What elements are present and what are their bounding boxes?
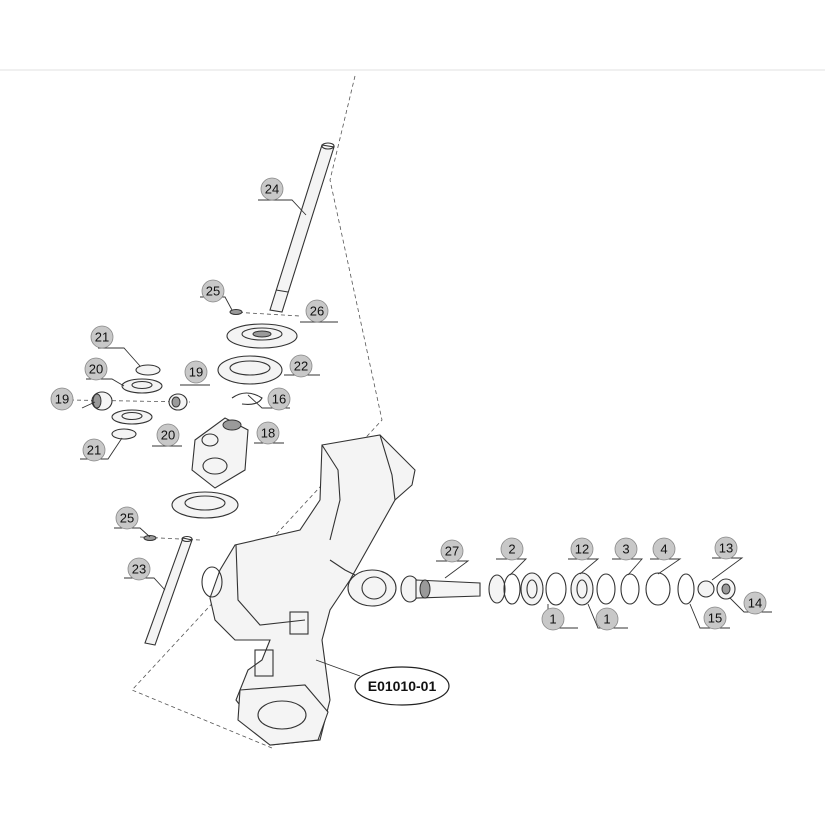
callout-22: 22 bbox=[289, 354, 313, 378]
svg-text:13: 13 bbox=[719, 541, 733, 556]
callout-16: 16 bbox=[267, 387, 291, 411]
gear-cage-18 bbox=[191, 417, 249, 489]
svg-text:3: 3 bbox=[622, 542, 629, 557]
svg-text:12: 12 bbox=[575, 542, 589, 557]
lower-bearing-ring bbox=[171, 491, 239, 519]
callout-26: 26 bbox=[305, 299, 329, 323]
svg-text:1: 1 bbox=[549, 612, 556, 627]
dashed-axis-25a bbox=[231, 311, 301, 317]
svg-text:15: 15 bbox=[708, 611, 722, 626]
callout-23: 23 bbox=[127, 557, 151, 581]
svg-text:24: 24 bbox=[265, 182, 279, 197]
callout-12: 12 bbox=[570, 537, 594, 561]
svg-text:4: 4 bbox=[660, 542, 667, 557]
callout-20-upper: 20 bbox=[84, 357, 108, 381]
callout-1-left: 1 bbox=[541, 607, 565, 631]
callout-3: 3 bbox=[614, 537, 638, 561]
callout-14: 14 bbox=[743, 591, 767, 615]
svg-text:21: 21 bbox=[95, 330, 109, 345]
assembly-code-label: E01010-01 bbox=[354, 666, 450, 706]
svg-text:21: 21 bbox=[87, 443, 101, 458]
callout-4: 4 bbox=[652, 537, 676, 561]
pin-25-upper bbox=[229, 309, 243, 315]
callout-25-upper: 25 bbox=[201, 279, 225, 303]
callout-25-lower: 25 bbox=[115, 506, 139, 530]
svg-text:16: 16 bbox=[272, 392, 286, 407]
svg-text:E01010-01: E01010-01 bbox=[368, 678, 437, 694]
callout-15: 15 bbox=[703, 606, 727, 630]
svg-text:27: 27 bbox=[445, 544, 459, 559]
svg-text:19: 19 bbox=[55, 392, 69, 407]
svg-text:2: 2 bbox=[508, 542, 515, 557]
svg-text:22: 22 bbox=[294, 359, 308, 374]
callout-27: 27 bbox=[440, 539, 464, 563]
gear-stack-lower bbox=[111, 409, 153, 440]
callout-19-left: 19 bbox=[50, 387, 74, 411]
bevel-gear-19-right bbox=[168, 393, 188, 411]
svg-text:25: 25 bbox=[206, 284, 220, 299]
callout-2: 2 bbox=[500, 537, 524, 561]
svg-text:18: 18 bbox=[261, 426, 275, 441]
clip-16 bbox=[231, 392, 263, 405]
callout-19-right: 19 bbox=[184, 360, 208, 384]
svg-text:20: 20 bbox=[89, 362, 103, 377]
gearbox-housing bbox=[201, 434, 416, 746]
svg-text:26: 26 bbox=[310, 304, 324, 319]
gear-stack-upper bbox=[121, 364, 163, 394]
callout-13: 13 bbox=[714, 536, 738, 560]
leader-lines bbox=[80, 199, 772, 677]
callout-21-upper: 21 bbox=[90, 325, 114, 349]
svg-text:25: 25 bbox=[120, 511, 134, 526]
assembly-dashed-outline bbox=[131, 75, 383, 749]
callout-1-right: 1 bbox=[595, 607, 619, 631]
callout-20-lower: 20 bbox=[156, 423, 180, 447]
callout-18: 18 bbox=[256, 421, 280, 445]
callout-24: 24 bbox=[260, 177, 284, 201]
svg-text:1: 1 bbox=[603, 612, 610, 627]
svg-text:14: 14 bbox=[748, 596, 762, 611]
shaft-23 bbox=[144, 535, 193, 646]
shaft-24 bbox=[269, 142, 335, 313]
bearing-26 bbox=[226, 323, 298, 349]
svg-text:20: 20 bbox=[161, 428, 175, 443]
bevel-gear-19-left bbox=[91, 391, 113, 411]
callout-21-lower: 21 bbox=[82, 438, 106, 462]
ring-22 bbox=[217, 355, 283, 385]
svg-text:23: 23 bbox=[132, 562, 146, 577]
ring-series-right bbox=[488, 572, 736, 606]
pin-25-lower bbox=[143, 535, 157, 541]
pinion-shaft-27 bbox=[400, 575, 481, 603]
svg-text:19: 19 bbox=[189, 365, 203, 380]
